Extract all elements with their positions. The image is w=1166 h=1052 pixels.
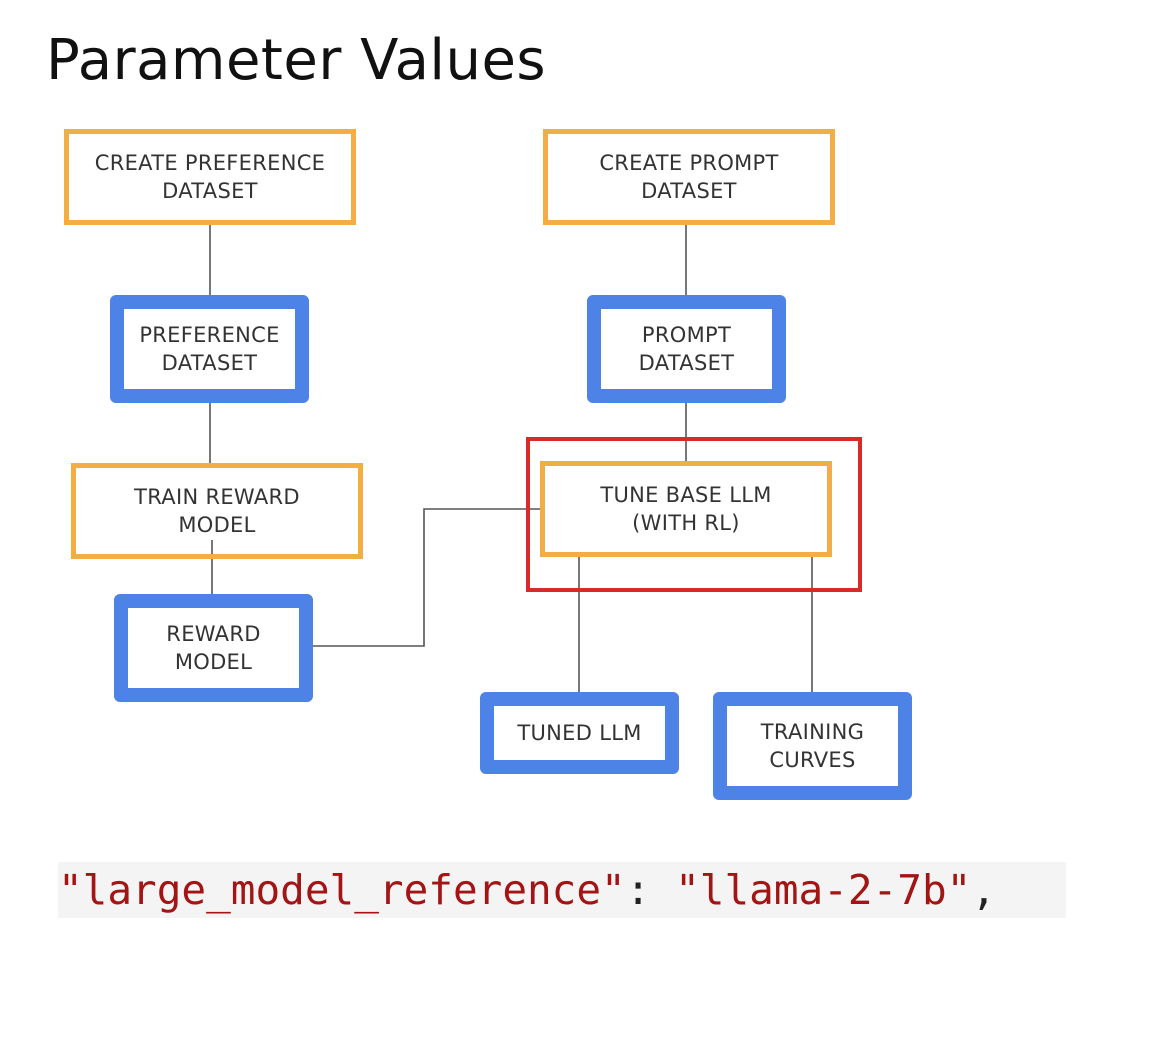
- create-preference-dataset-label: CREATE PREFERENCE DATASET: [94, 151, 326, 203]
- reward-model-label: REWARD MODEL: [166, 622, 261, 674]
- code-trailing-comma: ,: [971, 866, 997, 914]
- code-key: "large_model_reference": [58, 866, 626, 914]
- connector-reward-model-to-tune: [306, 508, 541, 647]
- training-curves-artifact: TRAINING CURVES: [713, 692, 912, 800]
- prompt-dataset-artifact: PROMPT DATASET: [587, 295, 786, 403]
- prompt-dataset-label: PROMPT DATASET: [638, 323, 735, 375]
- tune-base-llm-label: TUNE BASE LLM (WITH RL): [600, 483, 772, 535]
- preference-dataset-label: PREFERENCE DATASET: [139, 323, 280, 375]
- create-preference-dataset-step: CREATE PREFERENCE DATASET: [64, 129, 356, 225]
- train-reward-model-label: TRAIN REWARD MODEL: [134, 485, 300, 537]
- code-separator: :: [625, 866, 676, 914]
- page-title: Parameter Values: [46, 28, 547, 93]
- tune-base-llm-step: TUNE BASE LLM (WITH RL): [540, 461, 832, 557]
- code-snippet: "large_model_reference": "llama-2-7b",: [58, 862, 1066, 918]
- reward-model-artifact: REWARD MODEL: [114, 594, 313, 702]
- create-prompt-dataset-label: CREATE PROMPT DATASET: [599, 151, 779, 203]
- create-prompt-dataset-step: CREATE PROMPT DATASET: [543, 129, 835, 225]
- tuned-llm-artifact: TUNED LLM: [480, 692, 679, 774]
- training-curves-label: TRAINING CURVES: [760, 720, 865, 772]
- tune-step-highlight: [526, 437, 862, 592]
- train-reward-model-step: TRAIN REWARD MODEL: [71, 463, 363, 559]
- tuned-llm-label: TUNED LLM: [517, 721, 642, 745]
- code-value: "llama-2-7b": [675, 866, 972, 914]
- preference-dataset-artifact: PREFERENCE DATASET: [110, 295, 309, 403]
